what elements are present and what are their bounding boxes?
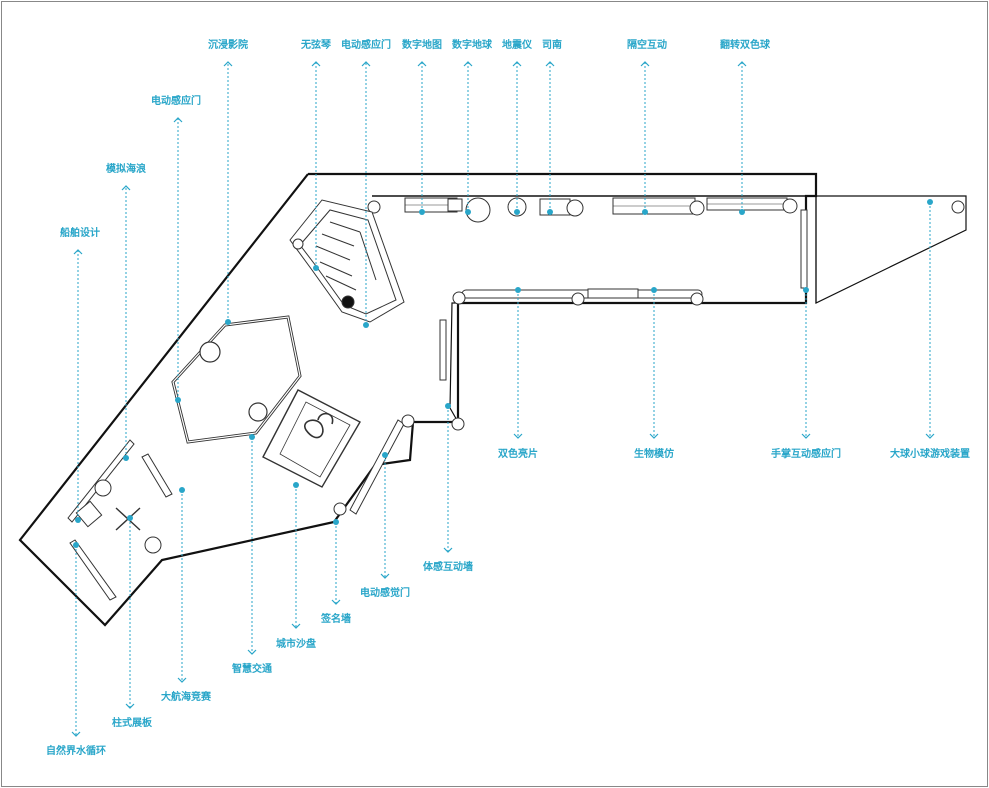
palm-door-frame [800, 209, 808, 289]
main-outer-wall [18, 172, 818, 627]
label-palm-door: 手掌互动感应门 [771, 447, 841, 460]
lower-corridor-exhibits [333, 288, 704, 516]
label-ball-game: 大球小球游戏装置 [890, 447, 970, 460]
stair-pillar [341, 295, 355, 309]
staircase [289, 199, 405, 323]
top-corridor-exhibits [367, 197, 965, 289]
label-sense-door: 电动感觉门 [360, 586, 410, 599]
label-column-board: 柱式展板 [112, 716, 153, 729]
water-cycle-bar [69, 539, 117, 601]
label-signature-wall: 签名墙 [320, 612, 351, 625]
left-area-exhibits [67, 439, 173, 601]
label-dual-sequin: 双色亮片 [498, 447, 538, 460]
outer-walls [18, 172, 967, 627]
digital-globe-console [447, 198, 463, 212]
label-voyage-race: 大航海竞赛 [161, 690, 212, 703]
voyage-race-board [141, 453, 173, 498]
label-air-interaction: 隔空互动 [627, 38, 667, 51]
label-flip-ball: 翻转双色球 [720, 38, 771, 51]
city-sand-table [262, 389, 361, 488]
ship-design-box [75, 500, 103, 528]
label-induction-door-top: 电动感应门 [341, 38, 391, 51]
sinan-exhibit [539, 198, 571, 216]
label-digital-globe: 数字地球 [452, 38, 493, 51]
label-bio-mimicry: 生物模仿 [634, 447, 674, 460]
label-body-wall: 体感互动墙 [423, 560, 473, 573]
big-ball-device [951, 200, 965, 214]
label-immersive-cinema: 沉浸影院 [208, 38, 248, 51]
leader-lines [71, 61, 935, 737]
immersive-cinema [171, 315, 302, 444]
label-wave-sim: 模拟海浪 [106, 162, 146, 175]
label-smart-traffic: 智慧交通 [232, 662, 272, 675]
label-water-cycle: 自然界水循环 [46, 744, 106, 757]
ball-room-outline [815, 195, 967, 304]
label-sinan: 司南 [542, 38, 562, 51]
induction-door-panel [349, 419, 405, 515]
label-digital-map: 数字地图 [402, 38, 442, 51]
anchor-dots [73, 199, 933, 548]
label-sand-table: 城市沙盘 [276, 637, 316, 650]
label-stringless-harp: 无弦琴 [300, 38, 331, 51]
label-ship-design: 船舶设计 [60, 226, 100, 239]
body-motion-wall [439, 319, 447, 381]
label-seismograph: 地震仪 [502, 38, 533, 51]
label-induction-door-left: 电动感应门 [151, 94, 201, 107]
